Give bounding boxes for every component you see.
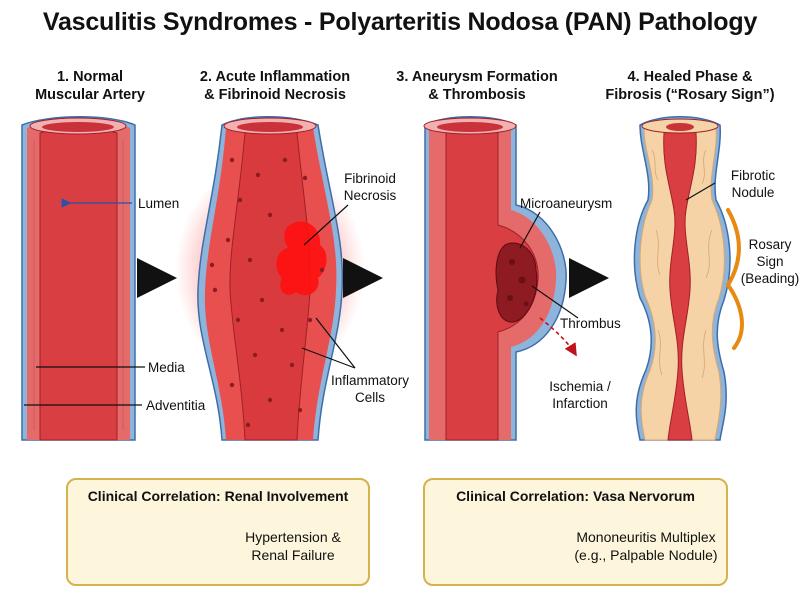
stage-4-heading: 4. Healed Phase & Fibrosis (“Rosary Sign… bbox=[605, 69, 775, 103]
label-thrombus: Thrombus bbox=[560, 316, 621, 331]
healed-artery bbox=[633, 116, 744, 441]
vasa-nervorum-title: Clinical Correlation: Vasa Nervorum bbox=[456, 488, 695, 504]
renal-outcome-text: Hypertension & Renal Failure bbox=[245, 529, 341, 563]
label-fibrotic-nodule: Fibrotic Nodule bbox=[730, 168, 776, 200]
inflammatory-cell-dots bbox=[209, 157, 325, 428]
normal-artery bbox=[21, 116, 136, 441]
renal-correlation-box: Clinical Correlation: Renal Involvement … bbox=[66, 478, 370, 586]
diagram-title: Vasculitis Syndromes - Polyarteritis Nod… bbox=[42, 8, 758, 36]
label-rosary-sign: Rosary Sign (Beading) bbox=[740, 237, 800, 286]
label-inflammatory-cells: Inflammatory Cells bbox=[330, 373, 410, 405]
label-ischemia-infarction: Ischemia / Infarction bbox=[549, 379, 611, 411]
label-leaders bbox=[24, 182, 716, 406]
inflamed-artery bbox=[175, 116, 365, 441]
nerve-outcome-text: Mononeuritis Multiplex (e.g., Palpable N… bbox=[574, 529, 718, 563]
label-lumen: Lumen bbox=[138, 196, 180, 211]
aneurysm-artery bbox=[423, 116, 567, 441]
stage-2-heading: 2. Acute Inflammation & Fibrinoid Necros… bbox=[199, 69, 351, 103]
label-fibrinoid-necrosis: Fibrinoid Necrosis bbox=[343, 171, 397, 203]
stage-1-heading: 1. Normal Muscular Artery bbox=[35, 69, 145, 103]
label-media: Media bbox=[148, 360, 185, 375]
label-adventitia: Adventitia bbox=[146, 398, 206, 413]
label-microaneurysm: Microaneurysm bbox=[520, 196, 613, 211]
renal-correlation-title: Clinical Correlation: Renal Involvement bbox=[87, 488, 349, 504]
stage-3-heading: 3. Aneurysm Formation & Thrombosis bbox=[396, 69, 558, 103]
rosary-sign-beading bbox=[725, 208, 744, 350]
fibrinoid-necrosis-patch bbox=[276, 221, 327, 296]
vasa-nervorum-correlation-box: Clinical Correlation: Vasa Nervorum Mono… bbox=[423, 478, 728, 586]
